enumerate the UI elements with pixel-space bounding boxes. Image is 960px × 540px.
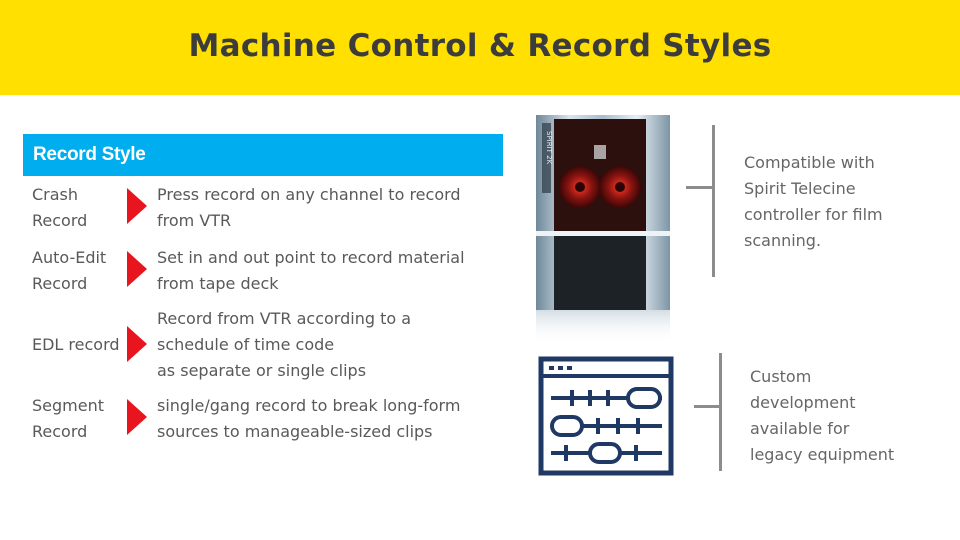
record-style-header: Record Style: [23, 134, 503, 176]
title-banner: Machine Control & Record Styles: [0, 0, 960, 95]
svg-text:SPIRIT 2K: SPIRIT 2K: [545, 131, 553, 165]
bracket-divider: [719, 353, 722, 471]
telecine-machine-image: SPIRIT 2K: [536, 115, 670, 345]
red-arrow-icon: [127, 188, 147, 224]
page-title: Machine Control & Record Styles: [188, 27, 772, 64]
row-description: single/gang record to break long-form so…: [157, 396, 461, 441]
red-arrow-icon: [127, 399, 147, 435]
red-arrow-icon: [127, 251, 147, 287]
slider-controls-image: [538, 356, 674, 476]
custom-development-note: Custom development available for legacy …: [750, 367, 895, 464]
row-label: Crash Record: [32, 185, 88, 230]
bracket-tick: [694, 405, 721, 408]
row-description: Record from VTR according to a schedule …: [157, 309, 412, 380]
bracket-divider: [712, 125, 715, 277]
row-description: Press record on any channel to record fr…: [157, 185, 461, 230]
row-description: Set in and out point to record material …: [157, 248, 465, 293]
red-arrow-icon: [127, 326, 147, 362]
row-label: Auto-Edit Record: [32, 248, 107, 293]
telecine-machine-icon: SPIRIT 2K: [536, 115, 670, 345]
telecine-note: Compatible with Spirit Telecine controll…: [744, 153, 883, 250]
bracket-tick: [686, 186, 714, 189]
row-label: EDL record: [32, 335, 120, 354]
row-label: Segment Record: [32, 396, 104, 441]
sliders-icon: [538, 356, 674, 476]
